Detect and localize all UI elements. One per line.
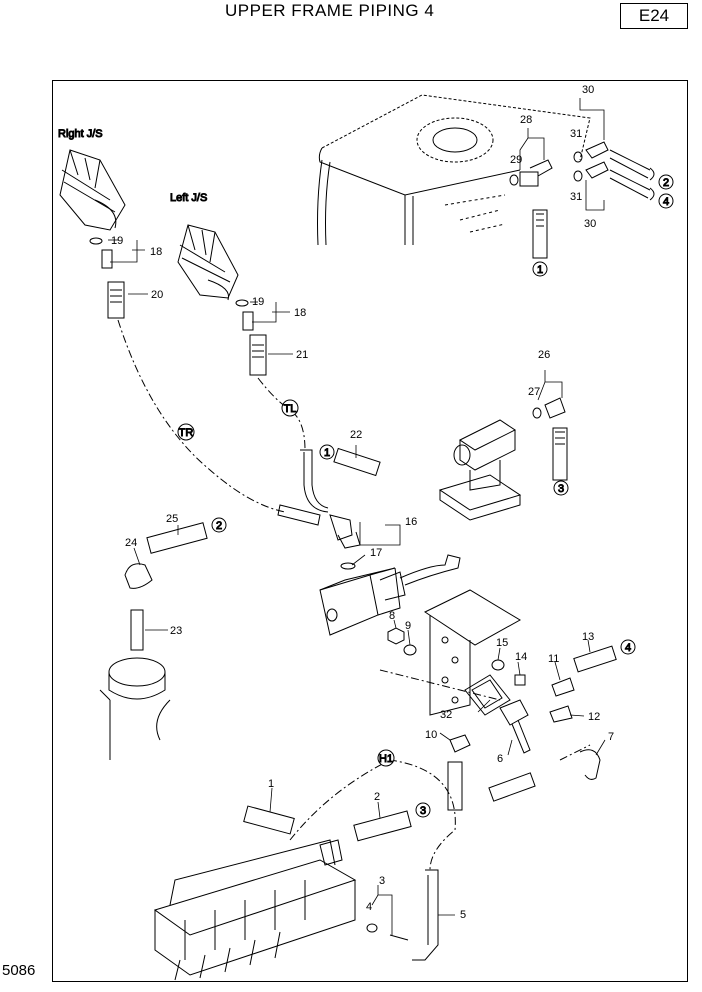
svg-text:TL: TL: [284, 403, 297, 415]
leader-lines: [108, 98, 606, 935]
mounting-bracket-drawing: [423, 589, 521, 716]
part-number-labels: 30 28 31 29 31 30 19 18 20 19 18 21 26 2…: [111, 84, 614, 921]
circled-ref-2b: 2: [211, 517, 227, 533]
svg-text:1: 1: [324, 447, 330, 459]
page-title: UPPER FRAME PIPING 4: [225, 1, 435, 20]
circled-ref-2a: 2: [658, 174, 674, 190]
circled-ref-4a: 4: [658, 193, 674, 209]
right-joystick-label: Right J/S: [58, 128, 103, 140]
left-joystick-drawing: [177, 224, 267, 376]
part-8: 8: [389, 610, 395, 622]
svg-text:2: 2: [216, 520, 222, 532]
part-30a: 30: [582, 84, 594, 96]
svg-text:1: 1: [537, 264, 543, 276]
circled-ref-4b: 4: [620, 639, 636, 655]
tee-fitting-drawing: [277, 504, 361, 570]
svg-text:H1: H1: [379, 753, 393, 765]
part-6: 6: [497, 753, 503, 765]
part-11: 11: [548, 653, 559, 665]
part-15: 15: [496, 637, 508, 649]
part-14: 14: [515, 651, 527, 663]
solenoid-valve-drawing: [319, 554, 461, 636]
part-13: 13: [582, 631, 594, 643]
hydraulic-tank-drawing: [317, 94, 591, 246]
svg-text:3: 3: [420, 805, 426, 817]
circled-ref-1b: 1: [319, 444, 335, 460]
svg-text:4: 4: [625, 642, 631, 654]
part-31a: 31: [570, 128, 582, 140]
part-18b: 18: [294, 307, 306, 319]
part-26: 26: [538, 349, 550, 361]
part-20: 20: [151, 289, 163, 301]
part-16: 16: [405, 516, 417, 528]
part-1: 1: [268, 778, 274, 790]
left-joystick-label: Left J/S: [170, 192, 207, 204]
part-27: 27: [528, 386, 540, 398]
part-19a: 19: [111, 235, 123, 247]
part-23: 23: [170, 625, 182, 637]
part-22: 22: [350, 429, 362, 441]
hose-routing-lines: [117, 319, 591, 871]
part-21: 21: [296, 349, 308, 361]
part-19b: 19: [252, 296, 264, 308]
swivel-joint-drawing: [99, 522, 208, 760]
diagram-frame: [52, 80, 688, 982]
hose-tag-h1: H1: [377, 749, 395, 767]
right-joystick-drawing: [59, 149, 126, 319]
part-29: 29: [510, 154, 522, 166]
part-7: 7: [608, 731, 614, 743]
part-18a: 18: [150, 246, 162, 258]
circled-ref-3b: 3: [415, 802, 431, 818]
part-3: 3: [379, 875, 385, 887]
cylinder-unit-drawing: [438, 397, 568, 521]
svg-text:3: 3: [558, 483, 564, 495]
main-control-valve-drawing: [153, 839, 357, 981]
circled-ref-1a: 1: [532, 261, 548, 277]
part-28: 28: [520, 114, 532, 126]
part-4: 4: [366, 901, 372, 913]
section-code-badge: E24: [620, 3, 688, 29]
part-9: 9: [405, 620, 411, 632]
hose-tag-tr: TR: [177, 423, 195, 441]
hose-tag-tl: TL: [281, 399, 299, 417]
part-12: 12: [588, 711, 600, 723]
drawing-number: 5086: [2, 962, 36, 979]
part-5: 5: [460, 909, 466, 921]
part-30b: 30: [584, 218, 596, 230]
part-32: 32: [440, 709, 452, 721]
svg-text:TR: TR: [179, 427, 194, 439]
part-2: 2: [374, 791, 380, 803]
svg-text:2: 2: [663, 177, 669, 189]
part-25: 25: [166, 513, 178, 525]
part-24: 24: [125, 537, 137, 549]
circled-ref-3a: 3: [553, 480, 569, 496]
part-31b: 31: [570, 191, 582, 203]
part-17: 17: [370, 547, 382, 559]
tank-port-fittings: [509, 141, 655, 259]
part-10: 10: [425, 729, 437, 741]
svg-text:4: 4: [663, 196, 669, 208]
